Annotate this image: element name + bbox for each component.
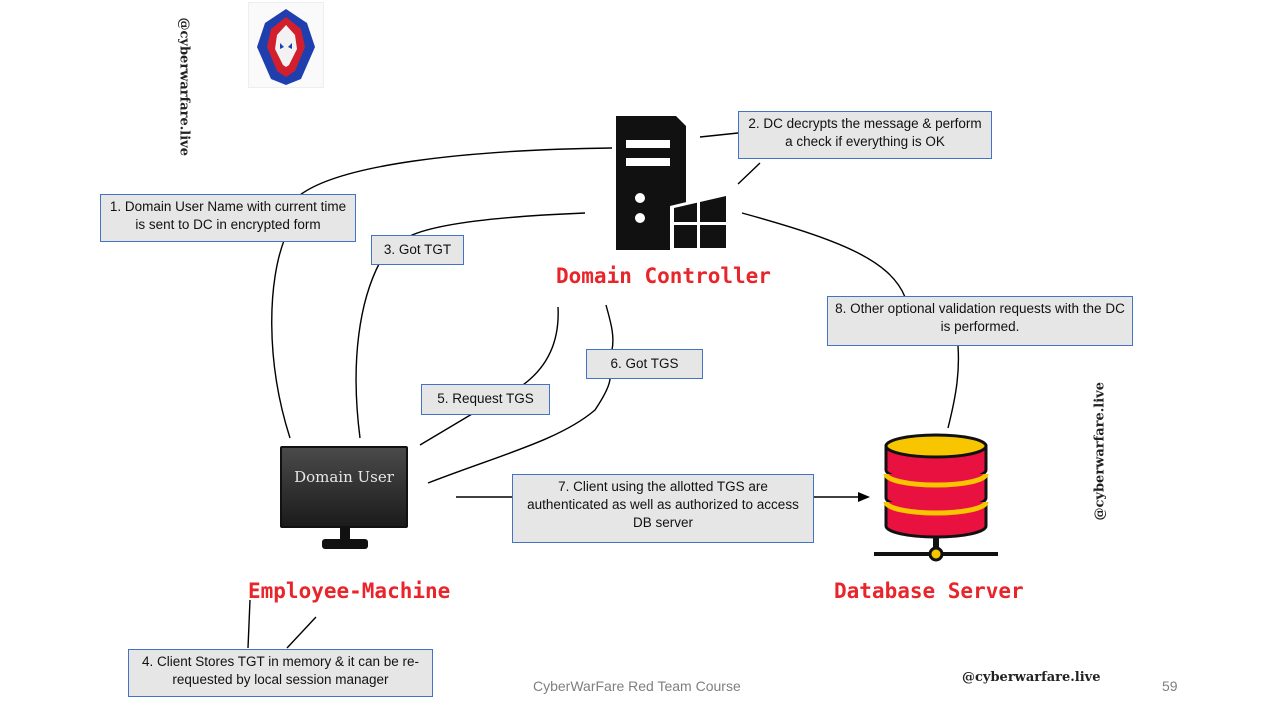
connector-step5 bbox=[419, 306, 559, 446]
database-server-label: Database Server bbox=[834, 579, 1024, 603]
database-icon bbox=[872, 428, 1002, 564]
monitor-base bbox=[322, 539, 368, 549]
watermark-bottom: @cyberwarfare.live bbox=[962, 670, 1101, 685]
connector-step1 bbox=[271, 147, 613, 439]
step-1-note: 1. Domain User Name with current time is… bbox=[100, 194, 356, 242]
monitor-screen: Domain User bbox=[280, 446, 408, 528]
watermark-right: @cyberwarfare.live bbox=[1092, 381, 1108, 521]
step-8-note: 8. Other optional validation requests wi… bbox=[827, 296, 1133, 346]
step-3-note: 3. Got TGT bbox=[371, 235, 464, 265]
connector-step8 bbox=[741, 212, 960, 429]
employee-monitor-icon: Domain User bbox=[280, 446, 410, 551]
employee-machine-label: Employee-Machine bbox=[248, 579, 451, 603]
connector-step3 bbox=[355, 212, 586, 439]
connector-step6 bbox=[427, 304, 614, 484]
arrowhead-step7 bbox=[858, 492, 870, 502]
lion-logo bbox=[248, 2, 324, 88]
watermark-left: @cyberwarfare.live bbox=[176, 17, 192, 157]
monitor-screen-label: Domain User bbox=[294, 468, 394, 486]
footer-course-title: CyberWarFare Red Team Course bbox=[533, 678, 741, 694]
domain-controller-icon bbox=[612, 112, 732, 254]
step-4-note: 4. Client Stores TGT in memory & it can … bbox=[128, 649, 433, 697]
step-6-note: 6. Got TGS bbox=[586, 349, 703, 379]
monitor-stem bbox=[340, 528, 350, 540]
step-2-note: 2. DC decrypts the message & perform a c… bbox=[738, 111, 992, 159]
connector-step2 bbox=[699, 132, 761, 185]
domain-controller-label: Domain Controller bbox=[556, 264, 771, 288]
connector-step4 bbox=[247, 599, 317, 649]
slide-number: 59 bbox=[1162, 678, 1178, 694]
step-7-note: 7. Client using the allotted TGS are aut… bbox=[512, 474, 814, 543]
step-5-note: 5. Request TGS bbox=[421, 384, 550, 415]
